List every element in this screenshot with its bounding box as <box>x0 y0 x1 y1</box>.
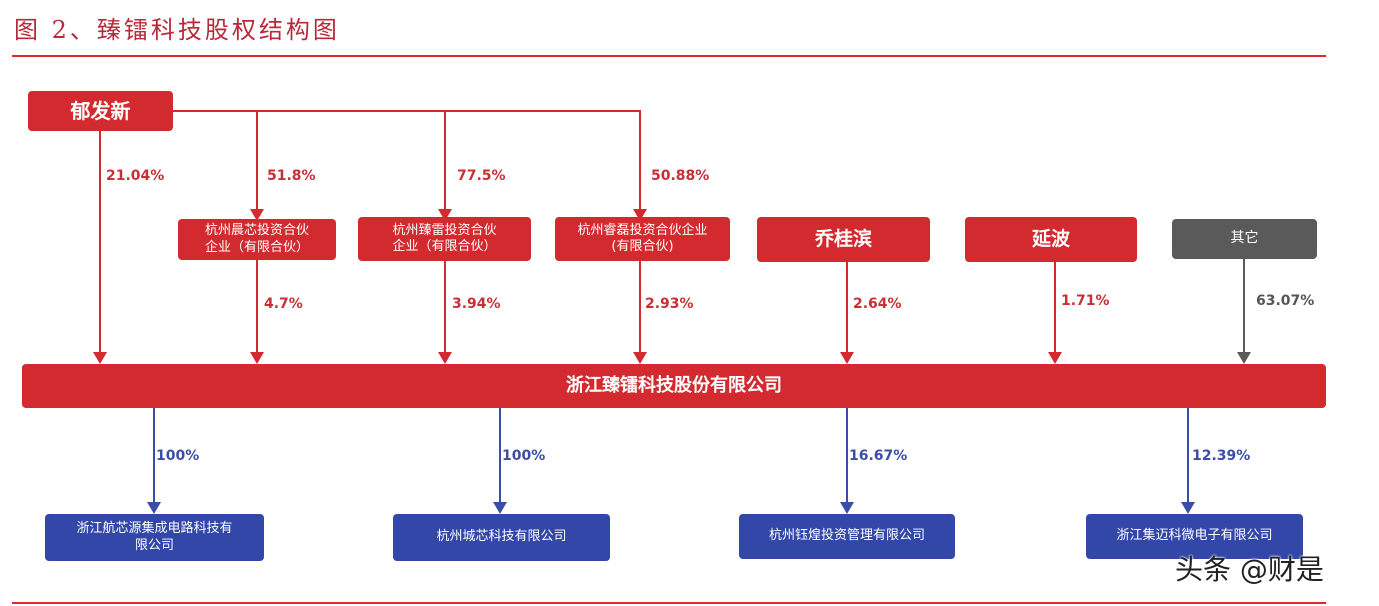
pct-sub3: 16.67% <box>849 448 908 464</box>
arrow-down-icon <box>633 352 647 364</box>
shareholder-name: 郁发新 <box>70 98 131 123</box>
connector-p3-top <box>639 110 641 213</box>
pct-p3-owned: 50.88% <box>651 168 710 184</box>
top-rule <box>12 55 1326 57</box>
connector-sub2 <box>499 408 501 508</box>
connector-p1-top <box>256 110 258 213</box>
shareholder-qiao-guibin: 乔桂滨 <box>757 217 930 262</box>
connector-p3-bottom <box>639 261 641 356</box>
pct-others: 63.07% <box>1256 293 1315 309</box>
pct-direct: 21.04% <box>106 168 165 184</box>
connector-sub3 <box>846 408 848 508</box>
connector-yan <box>1054 262 1056 356</box>
connector-p1-bottom <box>256 260 258 356</box>
bottom-rule <box>12 602 1326 604</box>
subsidiary-jimai: 浙江集迈科微电子有限公司 <box>1086 514 1303 559</box>
subsidiary-yuhuang: 杭州钰煌投资管理有限公司 <box>739 514 955 559</box>
arrow-down-icon <box>147 502 161 514</box>
arrow-down-icon <box>840 502 854 514</box>
shareholder-name: 延波 <box>1031 227 1070 250</box>
subsidiary-hangxinyuan: 浙江航芯源集成电路科技有 限公司 <box>45 514 264 561</box>
pct-p1-stake: 4.7% <box>264 296 303 312</box>
subsidiary-name-line1: 浙江航芯源集成电路科技有 <box>76 521 233 537</box>
arrow-down-icon <box>1237 352 1251 364</box>
partnership-zhenlei: 杭州臻雷投资合伙 企业（有限合伙） <box>358 217 531 261</box>
pct-p3-stake: 2.93% <box>645 296 694 312</box>
connector-qiao <box>846 262 848 356</box>
connector-p2-top <box>444 110 446 213</box>
partnership-ruilei: 杭州睿磊投资合伙企业 (有限合伙) <box>555 217 730 261</box>
arrow-down-icon <box>438 352 452 364</box>
watermark: 头条 @财是 <box>1175 553 1324 586</box>
pct-sub2: 100% <box>502 448 546 464</box>
arrow-down-icon <box>840 352 854 364</box>
arrow-down-icon <box>250 352 264 364</box>
company-name: 浙江臻镭科技股份有限公司 <box>566 374 782 396</box>
subsidiary-name: 杭州城芯科技有限公司 <box>436 529 567 545</box>
shareholder-yu-faxin: 郁发新 <box>28 91 173 131</box>
connector-horizontal <box>173 110 641 112</box>
partnership-name-line2: 企业（有限合伙） <box>204 239 309 255</box>
pct-p2-owned: 77.5% <box>457 168 506 184</box>
connector-sub4 <box>1187 408 1189 508</box>
partnership-name-line2: (有限合伙) <box>611 239 674 254</box>
subsidiary-chengxin: 杭州城芯科技有限公司 <box>393 514 610 561</box>
partnership-chenxin: 杭州晨芯投资合伙 企业（有限合伙） <box>178 219 336 260</box>
connector-others <box>1243 259 1245 356</box>
figure-title: 图 2、臻镭科技股权结构图 <box>14 16 340 44</box>
subsidiary-name-line2: 限公司 <box>134 537 174 553</box>
arrow-down-icon <box>1048 352 1062 364</box>
subsidiary-name: 浙江集迈科微电子有限公司 <box>1116 528 1273 544</box>
shareholder-name: 乔桂滨 <box>814 227 872 250</box>
pct-qiao: 2.64% <box>853 296 902 312</box>
subsidiary-name: 杭州钰煌投资管理有限公司 <box>768 528 925 544</box>
pct-yan: 1.71% <box>1061 293 1110 309</box>
shareholder-others: 其它 <box>1172 219 1317 259</box>
partnership-name-line1: 杭州臻雷投资合伙 <box>392 222 497 238</box>
arrow-down-icon <box>93 352 107 364</box>
arrow-down-icon <box>250 209 264 221</box>
pct-p1-owned: 51.8% <box>267 168 316 184</box>
partnership-name-line1: 杭州晨芯投资合伙 <box>204 223 309 239</box>
company-zhenlei-tech: 浙江臻镭科技股份有限公司 <box>22 364 1326 408</box>
pct-sub1: 100% <box>156 448 200 464</box>
arrow-down-icon <box>1181 502 1195 514</box>
pct-p2-stake: 3.94% <box>452 296 501 312</box>
connector-sub1 <box>153 408 155 508</box>
shareholder-yan-bo: 延波 <box>965 217 1137 262</box>
partnership-name-line1: 杭州睿磊投资合伙企业 <box>577 222 708 238</box>
pct-sub4: 12.39% <box>1192 448 1251 464</box>
partnership-name-line2: 企业（有限合伙） <box>392 239 497 254</box>
connector-p2-bottom <box>444 261 446 356</box>
shareholder-name: 其它 <box>1230 230 1259 247</box>
arrow-down-icon <box>493 502 507 514</box>
connector-direct <box>99 131 101 356</box>
